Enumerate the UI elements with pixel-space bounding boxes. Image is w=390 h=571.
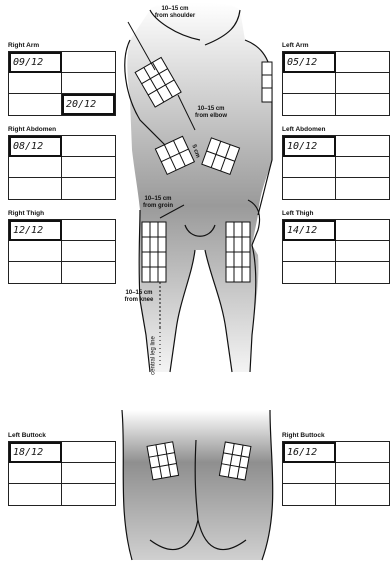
- date-cell[interactable]: [283, 484, 336, 505]
- date-cell[interactable]: [9, 463, 62, 484]
- date-cell[interactable]: 14/12: [283, 220, 336, 241]
- date-cell[interactable]: [283, 178, 336, 199]
- date-cell[interactable]: 10/12: [283, 136, 336, 157]
- date-cell[interactable]: 05/12: [283, 52, 336, 73]
- date-cell[interactable]: [336, 178, 389, 199]
- date-cell[interactable]: [336, 463, 389, 484]
- elbow-distance-label: 10–15 cm from elbow: [180, 106, 242, 120]
- date-cell[interactable]: 09/12: [9, 52, 62, 73]
- date-cell[interactable]: [283, 94, 336, 115]
- knee-distance-label: 10–15 cm from knee: [114, 290, 164, 304]
- date-cell[interactable]: [283, 157, 336, 178]
- date-cell[interactable]: [283, 73, 336, 94]
- date-cell[interactable]: [336, 262, 389, 283]
- date-cell[interactable]: [62, 220, 115, 241]
- left-buttock-table: Left Buttock 18/12: [8, 432, 116, 506]
- date-cell[interactable]: [336, 136, 389, 157]
- date-cell[interactable]: [336, 442, 389, 463]
- date-cell[interactable]: [62, 73, 115, 94]
- date-cell[interactable]: [336, 73, 389, 94]
- shoulder-distance-label: 10–15 cm from shoulder: [140, 6, 210, 20]
- front-figure: [125, 3, 272, 373]
- date-cell[interactable]: [283, 463, 336, 484]
- date-cell[interactable]: [9, 484, 62, 505]
- date-cell[interactable]: [336, 484, 389, 505]
- date-cell[interactable]: [9, 157, 62, 178]
- date-cell[interactable]: [336, 94, 389, 115]
- date-cell[interactable]: [62, 136, 115, 157]
- date-cell[interactable]: [9, 94, 62, 115]
- date-cell[interactable]: [9, 178, 62, 199]
- date-cell[interactable]: [336, 220, 389, 241]
- date-cell[interactable]: [62, 442, 115, 463]
- date-cell[interactable]: 16/12: [283, 442, 336, 463]
- right-thigh-table: Right Thigh 12/12: [8, 210, 116, 284]
- left-abdomen-table: Left Abdomen 10/12: [282, 126, 390, 200]
- left-thigh-label: Left Thigh: [282, 210, 390, 219]
- date-cell[interactable]: [9, 262, 62, 283]
- date-cell[interactable]: [336, 241, 389, 262]
- back-figure: [122, 410, 273, 560]
- left-arm-label: Left Arm: [282, 42, 390, 51]
- date-cell[interactable]: 18/12: [9, 442, 62, 463]
- date-cell[interactable]: [62, 463, 115, 484]
- right-buttock-label: Right Buttock: [282, 432, 390, 441]
- left-arm-table: Left Arm 05/12: [282, 42, 390, 116]
- right-buttock-table: Right Buttock 16/12: [282, 432, 390, 506]
- date-cell[interactable]: [62, 157, 115, 178]
- right-abdomen-table: Right Abdomen 08/12: [8, 126, 116, 200]
- right-thigh-label: Right Thigh: [8, 210, 116, 219]
- date-cell[interactable]: [62, 241, 115, 262]
- date-cell[interactable]: [62, 52, 115, 73]
- date-cell[interactable]: [62, 178, 115, 199]
- date-cell[interactable]: [62, 262, 115, 283]
- date-cell[interactable]: [9, 73, 62, 94]
- date-cell[interactable]: [336, 52, 389, 73]
- central-leg-line-label: central leg line: [151, 328, 158, 384]
- date-cell[interactable]: 08/12: [9, 136, 62, 157]
- left-buttock-label: Left Buttock: [8, 432, 116, 441]
- date-cell[interactable]: [283, 241, 336, 262]
- date-cell[interactable]: [9, 241, 62, 262]
- right-arm-label: Right Arm: [8, 42, 116, 51]
- right-abdomen-label: Right Abdomen: [8, 126, 116, 135]
- date-cell[interactable]: 12/12: [9, 220, 62, 241]
- date-cell[interactable]: [283, 262, 336, 283]
- date-cell[interactable]: [336, 157, 389, 178]
- date-cell[interactable]: [62, 484, 115, 505]
- left-thigh-table: Left Thigh 14/12: [282, 210, 390, 284]
- left-abdomen-label: Left Abdomen: [282, 126, 390, 135]
- date-cell[interactable]: 20/12: [62, 94, 115, 115]
- groin-distance-label: 10–15 cm from groin: [130, 196, 186, 210]
